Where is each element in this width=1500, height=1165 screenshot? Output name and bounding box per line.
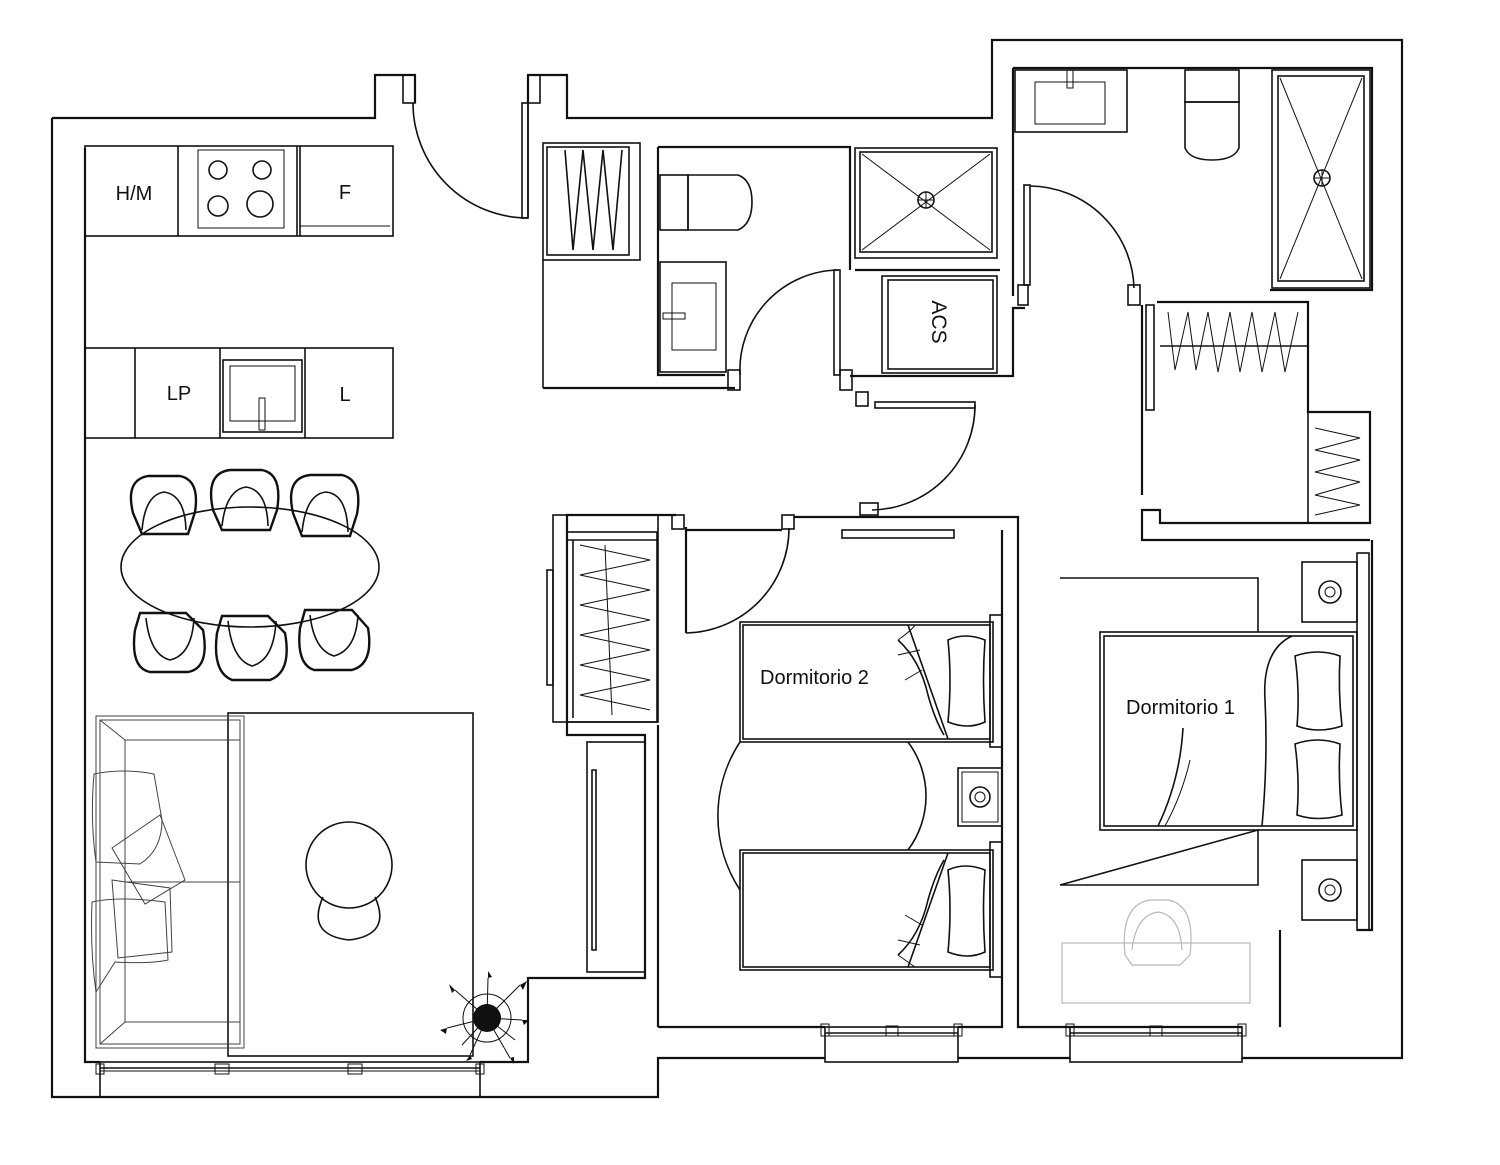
washer-label: L xyxy=(339,384,350,406)
nightstand-icon xyxy=(1301,561,1358,623)
chair-icon xyxy=(1123,899,1192,966)
chair-icon xyxy=(289,473,360,538)
fridge-label: F xyxy=(339,182,351,204)
nightstand-icon xyxy=(957,767,1003,827)
coffee-table-icon xyxy=(305,821,393,941)
chair-icon xyxy=(132,611,206,674)
living-window xyxy=(95,1061,485,1098)
bed-icon xyxy=(1099,631,1358,831)
tv-unit-icon xyxy=(586,741,646,973)
bedroom-2-window xyxy=(820,1023,963,1063)
bathroom-1 xyxy=(1013,66,1374,292)
bedroom-1-window xyxy=(1065,1023,1247,1063)
sofa-icon xyxy=(91,715,245,1049)
pillow-icon xyxy=(1294,739,1343,820)
pillow-icon xyxy=(947,865,986,957)
exterior-walls xyxy=(50,38,1404,1099)
bedroom-1-label: Dormitorio 1 xyxy=(1126,697,1235,719)
bathroom-2: ACS xyxy=(543,145,1000,391)
pillow-icon xyxy=(947,635,986,727)
washbasin-icon xyxy=(659,261,727,373)
bed-icon xyxy=(739,841,1003,978)
washbasin-icon xyxy=(1014,69,1128,133)
nightstand-icon xyxy=(1301,859,1358,921)
water-heater-icon: ACS xyxy=(881,275,998,374)
bedroom-1: Dormitorio 1 xyxy=(1059,540,1374,1027)
bed-icon xyxy=(739,614,1003,748)
chair-icon xyxy=(214,614,288,682)
bedroom-2: Dormitorio 2 xyxy=(546,514,1242,1029)
walk-in-closet xyxy=(1140,300,1372,542)
water-heater-label: ACS xyxy=(927,300,950,343)
toilet-icon xyxy=(1184,69,1240,161)
dishwasher-label: LP xyxy=(167,383,191,405)
dining-set xyxy=(120,468,380,682)
sink-icon xyxy=(222,359,303,433)
entrance-door xyxy=(402,74,541,219)
hallway-doors xyxy=(671,68,1141,530)
bedroom-2-label: Dormitorio 2 xyxy=(760,667,869,689)
cooktop-icon xyxy=(207,160,274,218)
chair-icon xyxy=(209,468,280,532)
toilet-icon xyxy=(659,174,753,231)
chair-icon xyxy=(129,474,198,536)
chair-icon xyxy=(298,608,371,672)
wardrobe-icon xyxy=(546,514,659,723)
plant-icon xyxy=(440,971,529,1064)
utility-closet xyxy=(542,142,641,388)
microwave-oven-label: H/M xyxy=(116,183,153,205)
living-area xyxy=(91,712,529,1064)
shower-icon xyxy=(854,147,998,259)
shower-icon xyxy=(1271,69,1371,289)
kitchen-bottom-counter: LP L xyxy=(84,347,394,439)
kitchen-top-counter: H/M F xyxy=(84,145,394,237)
desk-icon xyxy=(1061,899,1251,1004)
pillow-icon xyxy=(1294,651,1343,731)
